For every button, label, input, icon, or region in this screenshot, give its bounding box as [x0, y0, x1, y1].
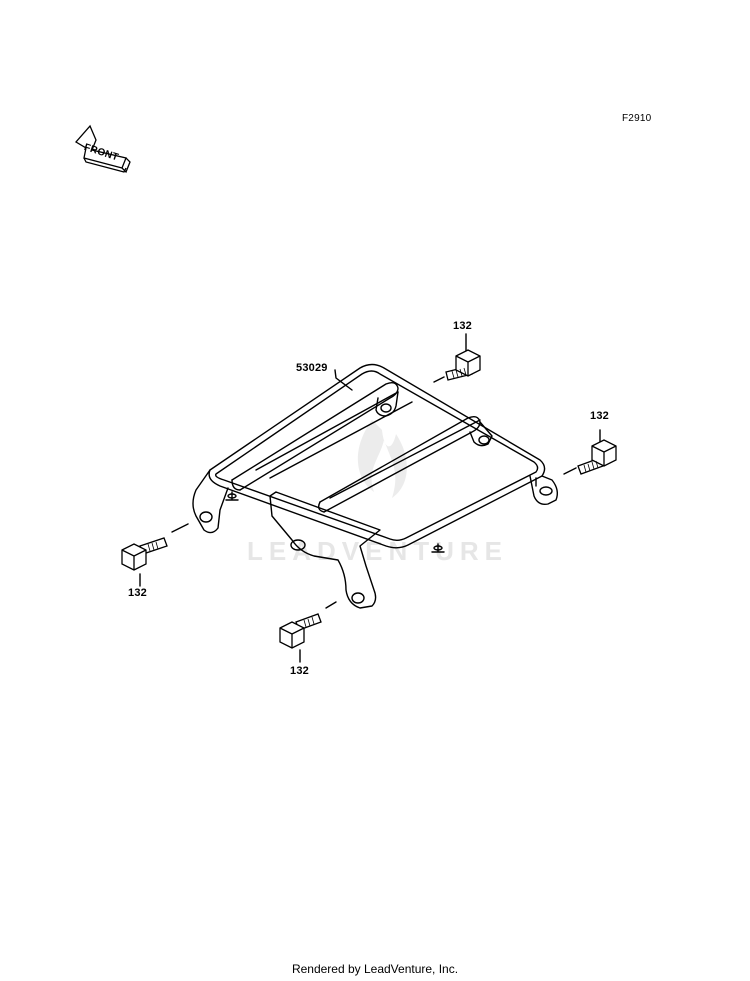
watermark-text: LEADVENTURE — [247, 536, 509, 566]
callout-bolt-right: 132 — [590, 410, 609, 422]
callout-part-53029: 53029 — [296, 362, 328, 374]
callout-bolt-left: 132 — [128, 587, 147, 599]
footer-credit: Rendered by LeadVenture, Inc. — [291, 962, 459, 976]
figure-code: F2910 — [622, 113, 652, 124]
bolt-icons — [121, 349, 617, 649]
callout-bolt-bottom: 132 — [290, 665, 309, 677]
callout-bolt-top: 132 — [453, 320, 472, 332]
